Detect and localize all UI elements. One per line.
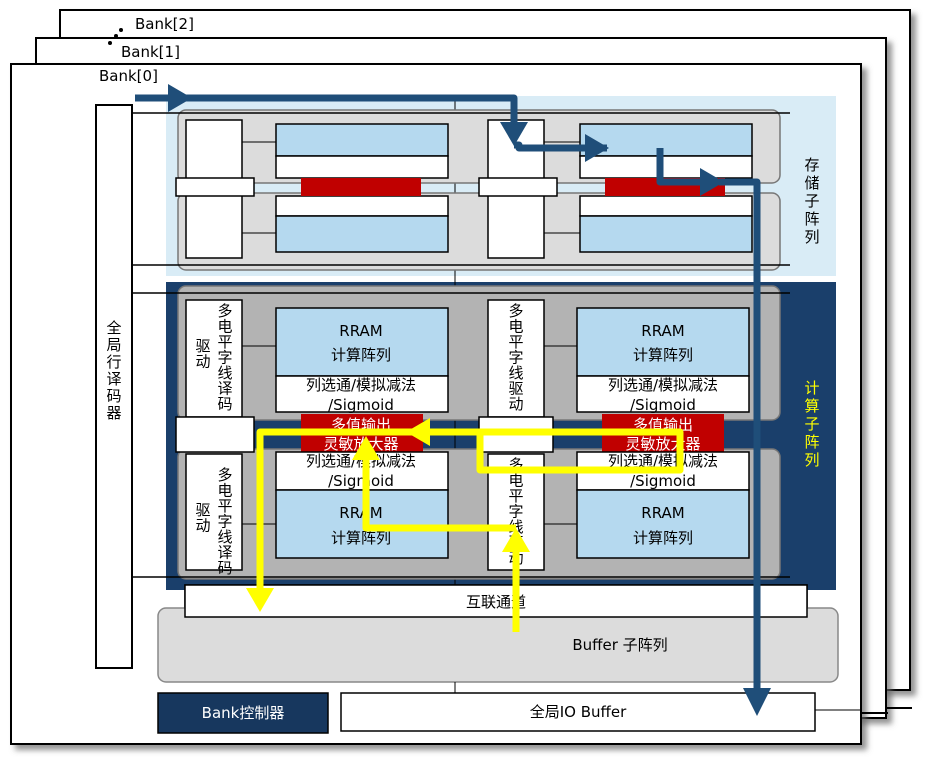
global-row-decoder [95,104,133,669]
rram-array [275,307,449,377]
global-io-buffer-label: 全局IO Buffer [530,703,627,721]
col-select-label: 列选通/模拟减法 [608,452,718,470]
rram-array-label: 计算阵列 [331,346,391,364]
compute-subarray-label: 列 [804,451,819,469]
wordline-driver-label: 平 [217,333,232,351]
col-select-label: /Sigmoid [328,472,394,490]
interconnect-label: 互联通道 [466,593,526,611]
svg-text:阵: 阵 [804,210,819,228]
wordline-driver-label: 平 [217,497,232,515]
rram-array [576,489,750,559]
ellipsis-dot [114,34,118,38]
bank-0-label: Bank[0] [99,67,158,85]
rram-array-label: RRAM [339,322,382,340]
wordline-driver-label: 译 [217,544,232,562]
col-select-label: /Sigmoid [630,472,696,490]
global-io-buffer [340,692,816,732]
rram-array-label: 计算阵列 [633,346,693,364]
col-select-label: 列选通/模拟减法 [608,376,718,394]
svg-text:子: 子 [804,192,819,210]
wordline-driver-label: 字 [508,349,523,367]
wordline-driver-label: 动 [508,395,523,413]
col-select-label: /Sigmoid [328,396,394,414]
buffer-subarray [157,607,839,683]
compute-subarray-label: 算 [804,397,819,415]
rram-array-label: RRAM [641,504,684,522]
wordline-driver-label: 码 [217,559,232,577]
wordline-driver-label: 码 [217,395,232,413]
wordline-driver-label: 线 [508,364,523,382]
wordline-driver-label: 线 [217,364,232,382]
global-row-decoder-label: 局 [106,336,121,354]
global-row-decoder-label: 码 [106,387,121,405]
rram-array-label: 计算阵列 [331,529,391,547]
bank-controller [157,692,329,734]
wordline-driver-label: 平 [508,487,523,505]
wordline-driver-label: 字 [508,503,523,521]
compute-subarray-label: 子 [804,415,819,433]
wordline-driver-label: 译 [217,380,232,398]
wordline-driver-label: 电 [217,318,232,336]
buffer-subarray-label: Buffer 子阵列 [572,636,667,654]
wordline-driver-label: 动 [195,353,210,371]
ellipsis-dot [108,41,112,45]
rram-array-label: 计算阵列 [633,529,693,547]
svg-text:存: 存 [804,156,819,174]
col-select-block [576,375,750,413]
col-select-label: 列选通/模拟减法 [306,376,416,394]
wordline-driver-label: 驱动 [195,337,210,371]
rram-array-label: RRAM [339,504,382,522]
compute-subarray-label: 阵 [804,433,819,451]
wordline-driver-label: 驱 [508,380,523,398]
compute-subarray-label: 计 [804,379,819,397]
blue-arrowheads [168,84,771,716]
wordline-driver-label: 平 [508,333,523,351]
wordline-driver-label: 驱 [195,501,210,519]
wordline-driver-label: 多 [217,466,232,484]
bank-controller-label: Bank控制器 [202,704,285,722]
wordline-driver-label: 电 [508,318,523,336]
wordline-driver-label: 电 [508,472,523,490]
svg-text:列: 列 [804,228,819,246]
sense-amp-label: 灵敏放大器 [323,435,398,453]
col-select-label: 列选通/模拟减法 [306,452,416,470]
global-row-decoder-label: 行 [106,353,121,371]
wordline-driver-label: 动 [195,517,210,535]
wordline-driver-label: 字 [217,513,232,531]
col-select-block [275,375,449,413]
global-row-decoder-label: 译 [106,370,121,388]
wordline-driver-label: 驱 [195,337,210,355]
rram-array-label: RRAM [641,322,684,340]
ellipsis-dot [119,28,123,32]
global-row-decoder-label: 全 [106,319,121,337]
bank-2-label: Bank[2] [135,15,194,33]
wordline-driver-label: 驱动 [195,501,210,535]
sense-amp-label: 灵敏放大器 [625,435,700,453]
yellow-arrowheads [246,418,530,612]
blue-dataflow-arrow [135,94,761,690]
wordline-driver-label: 多 [508,302,523,320]
rram-array [275,489,449,559]
bank-1-label: Bank[1] [121,43,180,61]
wordline-driver-label: 线 [217,528,232,546]
global-row-decoder-label: 器 [106,404,121,422]
wordline-driver-label: 多 [217,302,232,320]
rram-array [576,307,750,377]
wordline-driver-label: 字 [217,349,232,367]
yellow-dataflow-arrow [256,428,684,632]
svg-text:储: 储 [804,174,819,192]
wordline-driver-label: 电 [217,482,232,500]
col-select-label: /Sigmoid [630,396,696,414]
